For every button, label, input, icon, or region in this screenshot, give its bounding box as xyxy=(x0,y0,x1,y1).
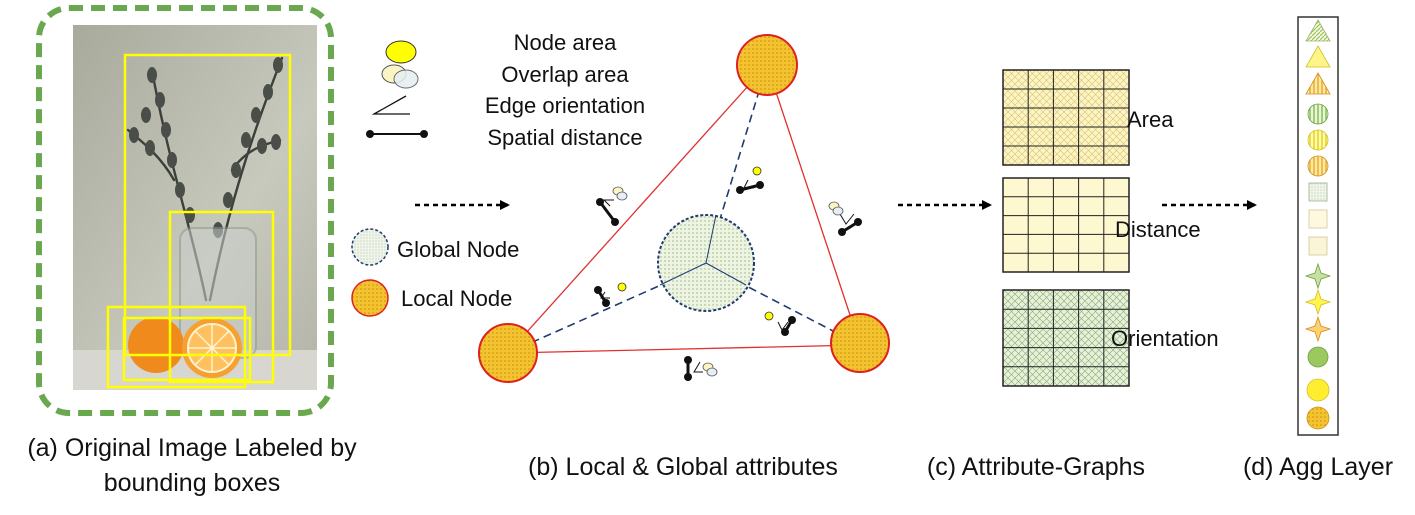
star-token-green xyxy=(1304,262,1332,290)
local-global-graph: (b) Local & Global attributes xyxy=(478,34,890,481)
edge-attribute-glyph-bottom xyxy=(684,356,718,381)
caption-c: (c) Attribute-Graphs xyxy=(927,453,1145,481)
label-global-node: Global Node xyxy=(397,237,519,262)
overlap-area-icon xyxy=(381,64,419,89)
triangle-token-2 xyxy=(1305,45,1331,68)
label-local-node: Local Node xyxy=(401,286,512,311)
photo-still-life xyxy=(73,25,317,390)
orientation-graph-matrix xyxy=(1002,289,1130,387)
edge-attribute-glyph-center-right xyxy=(764,311,796,336)
label-spatial-distance: Spatial distance xyxy=(487,125,642,150)
global-spokes xyxy=(659,214,747,286)
circle-token-yellow-stripe xyxy=(1307,129,1329,151)
caption-a-line2: bounding boxes xyxy=(104,469,281,497)
local-node-right xyxy=(830,313,890,373)
triangle-token-1 xyxy=(1305,19,1331,42)
bbox-orange-right xyxy=(122,316,252,382)
distance-graph-matrix xyxy=(1002,177,1130,273)
label-area-graph: Area xyxy=(1127,107,1174,132)
attribute-graphs: Area Distance Orientation (c) Attribute-… xyxy=(927,69,1219,481)
square-token-3 xyxy=(1308,236,1328,256)
global-node-legend-icon xyxy=(351,228,389,266)
label-distance-graph: Distance xyxy=(1115,217,1201,242)
circle-token-green-stripe xyxy=(1307,103,1329,125)
edge-attribute-glyph-center-left xyxy=(594,282,627,307)
local-node-top xyxy=(736,34,798,96)
spatial-distance-icon xyxy=(366,130,428,138)
caption-d: (d) Agg Layer xyxy=(1243,453,1393,481)
label-edge-orientation: Edge orientation xyxy=(485,93,645,118)
attribute-legend: Node area Overlap area Edge orientation … xyxy=(366,30,645,150)
circle-token-orange-dots xyxy=(1306,406,1330,430)
label-overlap-area: Overlap area xyxy=(501,62,629,87)
node-area-icon xyxy=(385,40,417,64)
square-token-2 xyxy=(1308,209,1328,229)
edge-attribute-glyph-right xyxy=(828,201,862,236)
original-image-panel: (a) Original Image Labeled by bounding b… xyxy=(27,5,357,497)
circle-token-yellow xyxy=(1306,378,1330,402)
star-token-yellow xyxy=(1304,288,1332,316)
caption-a-line1: (a) Original Image Labeled by xyxy=(27,434,357,462)
edge-attribute-glyph-top xyxy=(736,166,764,194)
local-node-legend-icon xyxy=(351,279,389,317)
label-node-area: Node area xyxy=(514,30,618,55)
circle-token-green-dots xyxy=(1307,346,1329,368)
node-legend: Global Node Local Node xyxy=(351,228,519,317)
agg-layer: (d) Agg Layer xyxy=(1243,16,1393,481)
triangle-token-3 xyxy=(1305,72,1331,95)
circle-token-orange-stripe xyxy=(1307,155,1329,177)
local-edges xyxy=(506,63,861,354)
edge-orientation-icon xyxy=(371,95,410,115)
caption-b: (b) Local & Global attributes xyxy=(528,453,838,481)
bounding-boxes xyxy=(106,53,292,389)
bbox-orange-left xyxy=(106,305,247,389)
label-orientation-graph: Orientation xyxy=(1111,326,1219,351)
area-graph-matrix xyxy=(1002,69,1130,166)
square-token-1 xyxy=(1308,182,1328,202)
edge-attribute-glyph-left xyxy=(596,186,628,226)
agg-layer-tokens xyxy=(1304,19,1332,430)
bbox-branches xyxy=(123,53,292,357)
local-node-left xyxy=(478,323,538,383)
bbox-jar xyxy=(168,210,275,384)
star-token-orange xyxy=(1304,315,1332,343)
image-frame-dashed xyxy=(36,5,334,416)
